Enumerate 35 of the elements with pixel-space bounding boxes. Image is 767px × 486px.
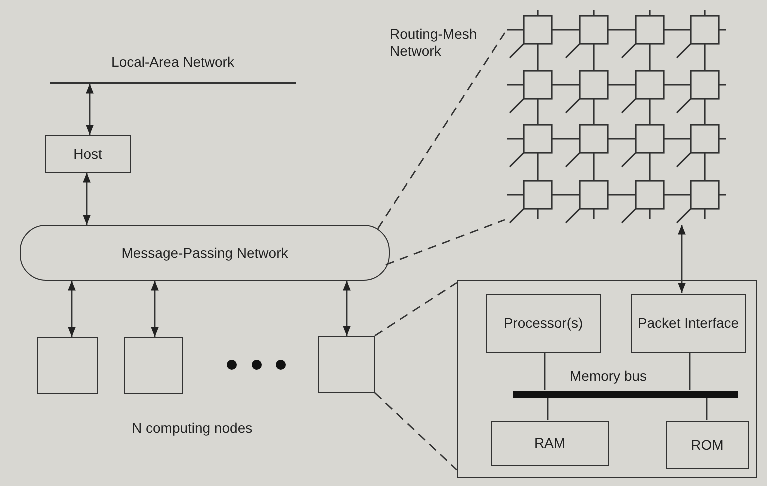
process-box <box>45 135 131 173</box>
zoom-line <box>377 32 506 230</box>
zoom-line <box>374 392 458 471</box>
node-label: RAM <box>534 435 566 452</box>
zoom-line <box>386 219 506 266</box>
connector-line <box>547 397 549 420</box>
process-box <box>486 294 601 353</box>
arrow <box>68 281 76 337</box>
arrow <box>151 281 159 337</box>
computing-node-box <box>318 336 375 393</box>
network-bus-box <box>20 225 390 281</box>
arrow <box>678 225 686 293</box>
process-box <box>491 421 609 466</box>
node-label: Packet Interface <box>638 315 740 332</box>
process-box <box>631 294 746 353</box>
computing-node-box <box>124 337 183 394</box>
node-label: ROM <box>691 436 724 454</box>
connector-line <box>706 397 708 420</box>
memory-bus-bar <box>513 391 738 398</box>
node-detail-box <box>457 280 757 478</box>
node-label: Message-Passing Network <box>122 244 288 262</box>
arrow <box>86 84 94 135</box>
network-label: Local-Area Network <box>110 54 236 71</box>
arrow <box>343 281 351 336</box>
annotation-text: N computing nodes <box>132 420 253 436</box>
process-box <box>666 421 749 469</box>
connector-line <box>544 352 546 390</box>
node-label: Host <box>74 146 102 162</box>
node-label: Processor(s) <box>504 315 584 332</box>
arrow <box>83 173 91 225</box>
annotation-text: Memory bus <box>570 368 648 384</box>
computing-node-box <box>37 337 98 394</box>
zoom-line <box>374 282 458 337</box>
mesh-title: Routing-Mesh Network <box>390 26 478 60</box>
connector-line <box>689 352 691 390</box>
